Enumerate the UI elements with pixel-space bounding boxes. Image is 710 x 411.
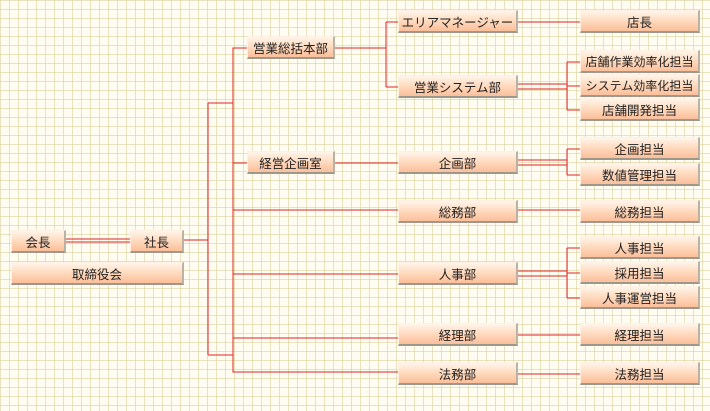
- node-planning-dept: 企画部: [398, 151, 518, 174]
- node-board: 取締役会: [11, 262, 184, 285]
- node-store-development: 店舗開発担当: [580, 98, 700, 121]
- node-system-efficiency: システム効率化担当: [580, 74, 700, 97]
- node-planning-office: 経営企画室: [247, 151, 335, 174]
- node-legal-staff: 法務担当: [580, 362, 700, 385]
- line-saleshq-children: [335, 21, 398, 88]
- node-sales-system: 営業システム部: [398, 75, 518, 98]
- line-hr-children: [518, 247, 580, 299]
- node-store-efficiency: 店舗作業効率化担当: [580, 50, 700, 73]
- line-planning-children: [518, 148, 580, 176]
- node-general-affairs: 総務部: [398, 200, 518, 223]
- node-chairman: 会長: [11, 230, 66, 253]
- node-hr: 人事部: [398, 262, 518, 285]
- node-numbers-staff: 数値管理担当: [580, 163, 700, 186]
- line-upper-branch: [232, 47, 247, 164]
- node-president: 社長: [130, 230, 184, 253]
- node-accounting-staff: 経理担当: [580, 323, 700, 346]
- node-hr-staff: 人事担当: [580, 236, 700, 259]
- node-hr-ops-staff: 人事運営担当: [580, 286, 700, 309]
- node-store-manager: 店長: [580, 10, 700, 33]
- line-chairman-president: [66, 238, 130, 243]
- node-planning-staff: 企画担当: [580, 137, 700, 160]
- node-recruit-staff: 採用担当: [580, 261, 700, 284]
- line-salessystem-children: [518, 61, 580, 111]
- node-area-manager: エリアマネージャー: [398, 10, 518, 33]
- node-accounting: 経理部: [398, 323, 518, 346]
- node-ga-staff: 総務担当: [580, 200, 700, 223]
- node-sales-hq: 営業総括本部: [247, 36, 335, 59]
- line-lower-branch-inner: [232, 337, 398, 373]
- node-legal: 法務部: [398, 362, 518, 385]
